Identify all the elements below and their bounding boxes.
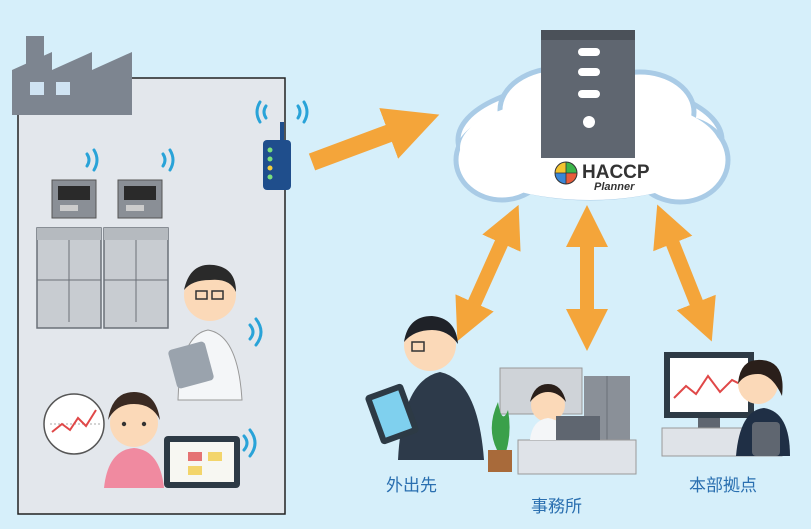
router-icon (263, 122, 291, 190)
location-label-remote: 外出先 (386, 476, 437, 496)
brand-name-planner: Planner (594, 181, 635, 193)
remote-worker-with-tablet (365, 316, 484, 460)
sync-arrow-remote (455, 204, 521, 342)
office-scene (499, 367, 637, 475)
upload-arrow (308, 108, 440, 171)
refrigerator-1 (36, 227, 102, 329)
temperature-sensor-2 (117, 179, 163, 219)
temperature-chart-bubble (43, 393, 105, 455)
headquarters-scene (661, 352, 790, 457)
cloud-shape (453, 65, 731, 205)
location-label-office: 事務所 (531, 497, 582, 517)
sensor-wifi-icon (85, 148, 175, 172)
brand-name-haccp: HACCP (582, 162, 650, 183)
router-wifi-icon (255, 100, 309, 124)
refrigerator-2 (103, 227, 169, 329)
factory-worker-girl (104, 392, 164, 488)
sync-arrow-headquarters (653, 204, 716, 342)
cloud-server-icon (541, 30, 635, 158)
office-plant-icon (488, 402, 512, 472)
location-label-headquarters: 本部拠点 (689, 476, 757, 496)
globe-logo-icon (554, 161, 578, 185)
recording-tablet-icon (164, 436, 240, 488)
staff-wifi-icon (242, 317, 263, 458)
factory-staff-with-tablet (168, 264, 243, 401)
temperature-sensor-1 (51, 179, 97, 219)
